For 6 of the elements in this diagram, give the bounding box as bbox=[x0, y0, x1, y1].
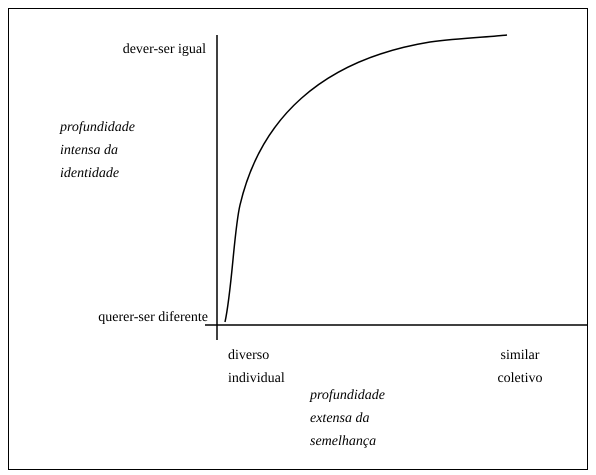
axis-label: dever-ser igual bbox=[122, 41, 206, 59]
axis-label: diverso individual bbox=[228, 347, 286, 388]
axis-label: similar coletivo bbox=[496, 347, 544, 388]
axis-label: querer-ser diferente bbox=[97, 309, 208, 327]
axis-description: profundidade intensa da identidade bbox=[60, 119, 136, 183]
axis-description: profundidade extensa da semelhança bbox=[310, 387, 386, 451]
